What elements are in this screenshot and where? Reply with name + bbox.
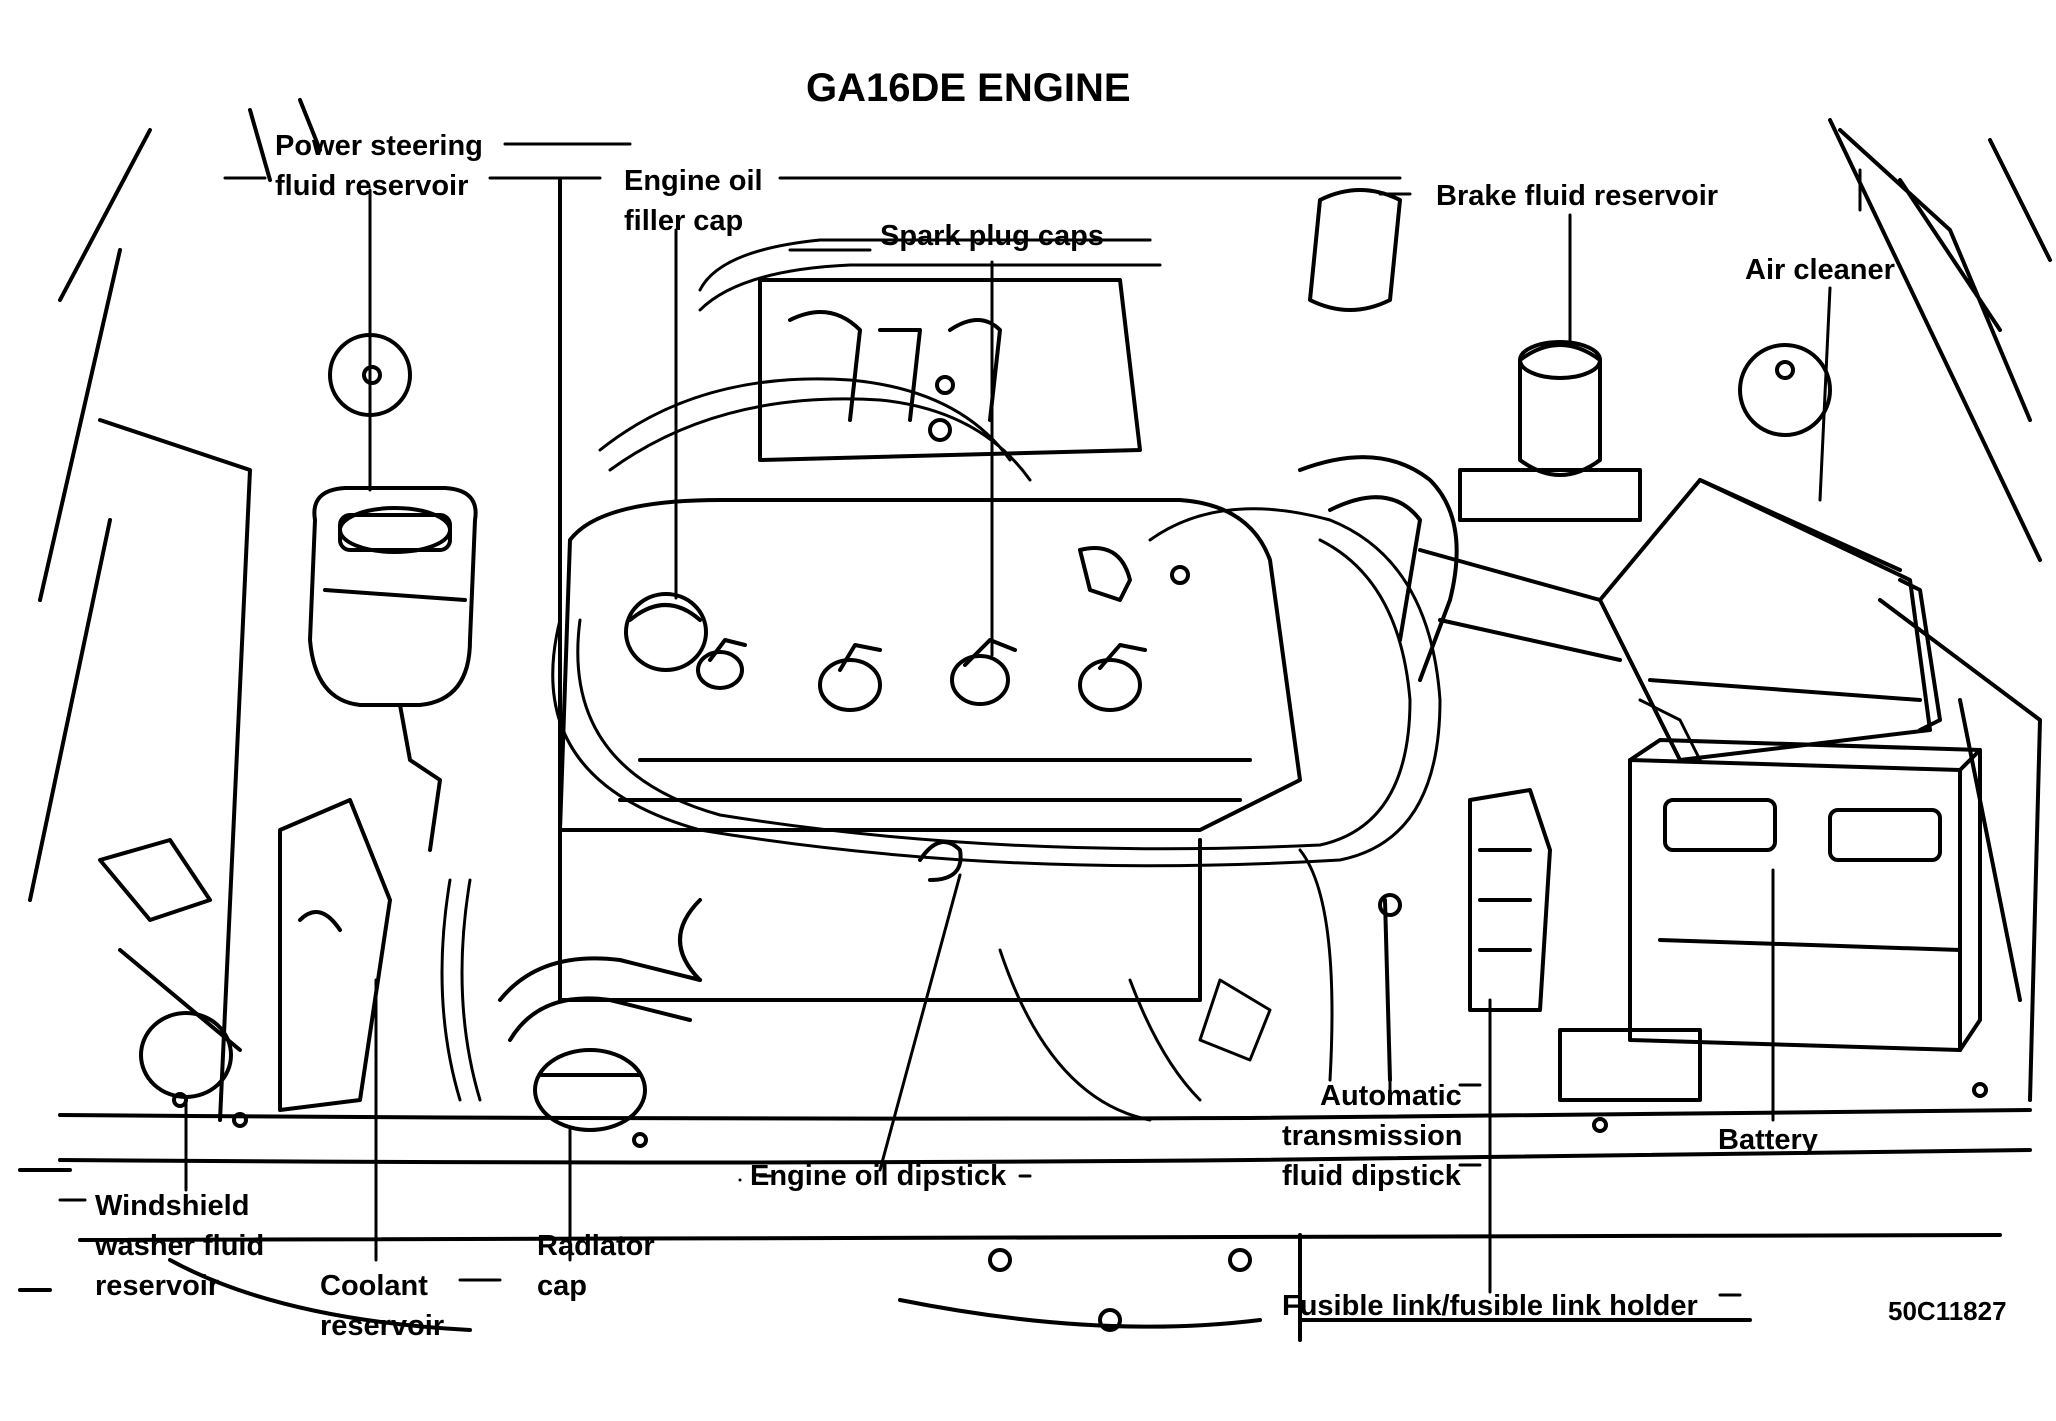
power-steering-reservoir-drawing: [308, 333, 478, 852]
strut-tower-right: [1738, 343, 1832, 437]
spark-plug-wires: [551, 238, 1442, 868]
body-outline: [28, 98, 2052, 1122]
label-coolant-line2: reservoir: [320, 1310, 445, 1342]
fusible-link-holder-drawing: [1468, 788, 1552, 1012]
label-spark-plug-caps: Spark plug caps: [880, 220, 1105, 252]
label-battery: Battery: [1718, 1124, 1818, 1156]
coolant-reservoir-drawing: [278, 798, 392, 1112]
label-brake-fluid-reservoir: Brake fluid reservoir: [1436, 180, 1719, 212]
misc-hoses: [440, 698, 1702, 1122]
battery-drawing: [1558, 738, 1982, 1102]
radiator-cap-drawing: [498, 898, 702, 1132]
label-engine-oil-filler-line2: filler cap: [624, 205, 744, 237]
spark-plug-caps-drawing: [696, 638, 1147, 712]
label-automatic-transmission-line2: transmission: [1282, 1120, 1463, 1152]
label-windshield-washer-line2: washer fluid: [95, 1230, 265, 1262]
label-windshield-washer-line3: reservoir: [95, 1270, 220, 1302]
page-title: GA16DE ENGINE: [806, 66, 1131, 110]
label-fusible-link: Fusible link/fusible link holder: [1282, 1290, 1698, 1322]
label-automatic-transmission-line3: fluid dipstick: [1282, 1160, 1461, 1192]
engine-head-drawing: [558, 278, 1302, 832]
label-radiator-cap-line2: cap: [537, 1270, 587, 1302]
washer-reservoir-drawing: [98, 838, 233, 1099]
label-air-cleaner: Air cleaner: [1745, 254, 1895, 286]
air-intake-duct: [1298, 455, 1622, 682]
front-crossmember: [18, 1082, 2032, 1342]
brake-fluid-reservoir-drawing: [1308, 188, 1642, 522]
oil-filler-cap-drawing: [624, 592, 708, 672]
dipstick-handles: [918, 840, 1402, 1082]
air-cleaner-drawing: [1598, 478, 1942, 762]
label-coolant-line1: Coolant: [320, 1270, 428, 1302]
label-power-steering-line2: fluid reservoir: [275, 170, 469, 202]
label-engine-oil-dipstick: Engine oil dipstick: [750, 1160, 1007, 1192]
label-automatic-transmission-line1: Automatic: [1320, 1080, 1462, 1112]
leader-lines: [58, 142, 1862, 1297]
figure-code: 50C11827: [1888, 1296, 2007, 1326]
label-windshield-washer-line1: Windshield: [95, 1190, 250, 1222]
label-power-steering-line1: Power steering: [275, 130, 483, 162]
label-radiator-cap-line1: Radiator: [537, 1230, 655, 1262]
label-engine-oil-filler-line1: Engine oil: [624, 165, 763, 197]
